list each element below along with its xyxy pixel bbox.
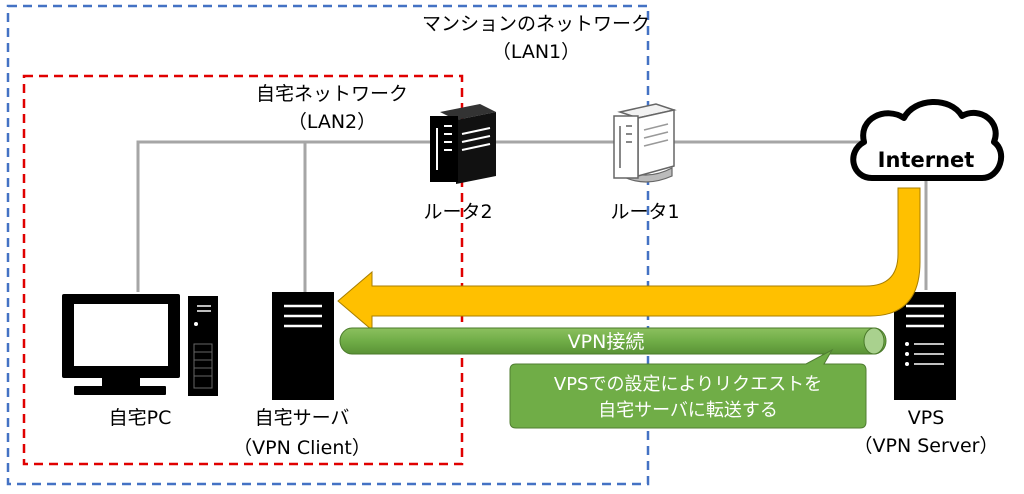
- router2-label: ルータ2: [423, 201, 492, 223]
- lan2-title: 自宅ネットワーク: [256, 83, 408, 105]
- lan2-boundary: [22, 74, 464, 466]
- router2-icon: [430, 104, 496, 184]
- callout-bubble: [509, 348, 867, 429]
- callout-line1: VPSでの設定によりリクエストを: [554, 374, 822, 395]
- lan1-boundary: [6, 4, 650, 486]
- vpn-tunnel-label: VPN接続: [568, 331, 645, 353]
- vps-label: VPS: [908, 407, 945, 429]
- forwarding-arrow: [337, 187, 921, 332]
- callout-line2: 自宅サーバに転送する: [598, 400, 778, 421]
- vps-sublabel: （VPN Server）: [853, 435, 998, 457]
- router1-label: ルータ1: [610, 201, 679, 223]
- home-server-sublabel: （VPN Client）: [233, 437, 371, 459]
- home-pc-icon: [62, 294, 218, 396]
- lan1-subtitle: （LAN1）: [492, 41, 580, 63]
- router1-icon: [613, 103, 677, 183]
- home-server-icon: [272, 292, 334, 400]
- vps-server-icon: [894, 292, 956, 400]
- lan2-subtitle: （LAN2）: [288, 111, 376, 133]
- home-pc-label: 自宅PC: [109, 407, 172, 429]
- internet-label: Internet: [878, 148, 975, 172]
- internet-cloud-icon: [850, 99, 1005, 181]
- lan1-title: マンションのネットワーク: [422, 13, 650, 35]
- network-wires: [136, 140, 928, 292]
- vpn-tunnel: [339, 327, 887, 355]
- home-server-label: 自宅サーバ: [255, 407, 350, 429]
